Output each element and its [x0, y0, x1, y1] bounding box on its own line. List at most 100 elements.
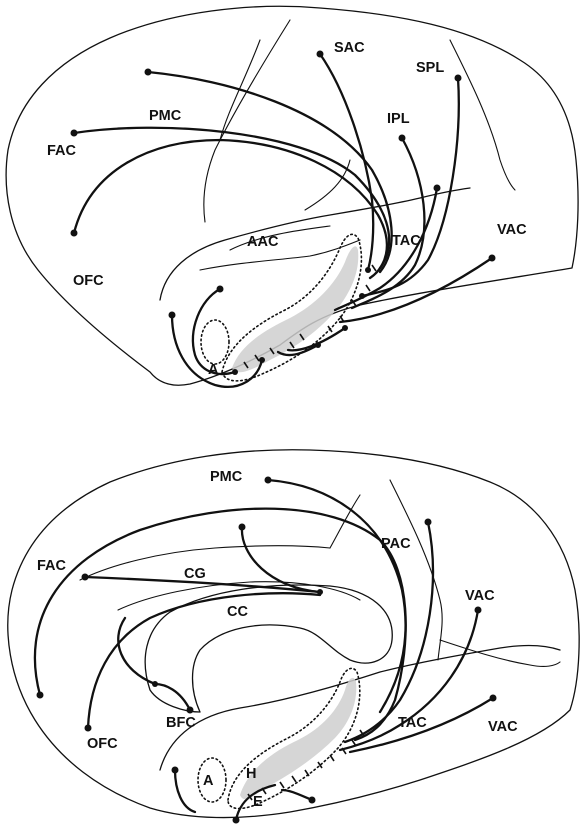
- dot-lateral-a: [168, 311, 176, 319]
- fiber-medial-pmc: [266, 478, 407, 714]
- dot-medial-ofc: [84, 724, 92, 732]
- lateral-label-aac: AAC: [247, 234, 279, 250]
- fiber-medial-fac: [33, 507, 407, 742]
- fiber-pmc: [146, 70, 393, 274]
- medial-temporal-lobe: [159, 644, 561, 771]
- dot-fac: [70, 129, 78, 137]
- fiber-medial-ofc: [86, 592, 322, 730]
- medial-label-fac: FAC: [37, 558, 67, 574]
- dot-term-2: [359, 293, 365, 299]
- medial-label-pac: PAC: [381, 536, 411, 552]
- dot-medial-bfc: [186, 706, 194, 714]
- medial-belt-outer-boundary: [227, 667, 361, 810]
- medial-label-cc: CC: [227, 604, 248, 620]
- lateral-sulcus-branch: [304, 159, 351, 211]
- dot-sac: [316, 50, 324, 58]
- lateral-auditory-belt: [232, 246, 359, 373]
- lateral-temporal-lobe: [159, 187, 471, 301]
- dot-medial-fac: [36, 691, 44, 699]
- dot-term-5: [259, 357, 265, 363]
- fiber-medial-a: [173, 768, 197, 814]
- dot-term-4: [315, 342, 321, 348]
- medial-label-tac: TAC: [398, 715, 427, 731]
- intraparietal-sulcus: [449, 39, 516, 191]
- fiber-medial-vac-lower: [348, 696, 495, 754]
- fiber-lateral-a: [170, 313, 264, 388]
- medial-core-a-region: [197, 757, 227, 803]
- lateral-belt-outer-boundary: [221, 233, 363, 382]
- callosal-sulcus: [117, 581, 361, 611]
- dot-ofc: [70, 229, 78, 237]
- medial-label-bfc: BFC: [166, 715, 196, 731]
- fiber-sac: [318, 52, 375, 272]
- lateral-label-ipl: IPL: [387, 111, 410, 127]
- sylvian-fissure: [199, 239, 361, 271]
- corpus-callosum: [144, 584, 393, 713]
- fiber-ipl: [350, 136, 426, 310]
- dot-term-1: [365, 267, 371, 273]
- dot-tac: [433, 184, 441, 192]
- dot-medial-pac: [424, 518, 432, 526]
- medial-label-vac-upper: VAC: [465, 588, 495, 604]
- fiber-fac: [72, 126, 391, 270]
- dot-medial-short: [308, 796, 316, 804]
- medial-label-h: H: [246, 766, 256, 782]
- dot-aac: [216, 285, 224, 293]
- lateral-label-sac: SAC: [334, 40, 365, 56]
- fiber-medial-short: [280, 788, 314, 802]
- dot-pmc: [144, 68, 152, 76]
- lateral-label-vac: VAC: [497, 222, 527, 238]
- dot-medial-pmc: [264, 476, 272, 484]
- medial-brain-outline: [7, 449, 580, 819]
- medial-label-cg: CG: [184, 566, 206, 582]
- lateral-label-ofc: OFC: [73, 273, 104, 289]
- medial-terminals: [247, 729, 365, 801]
- medial-label-vac-lower: VAC: [488, 719, 518, 735]
- cingulate-sulcus: [79, 545, 331, 581]
- lateral-label-tac: TAC: [392, 233, 421, 249]
- core-a-region: [200, 319, 230, 365]
- fiber-ofc: [72, 138, 388, 280]
- lateral-label-pmc: PMC: [149, 108, 182, 124]
- dot-medial-vac-lower: [489, 694, 497, 702]
- fiber-spl: [360, 76, 460, 298]
- dot-ipl: [398, 134, 406, 142]
- fiber-medial-pac: [343, 520, 435, 744]
- lateral-label-spl: SPL: [416, 60, 444, 76]
- fiber-medial-cg: [83, 575, 322, 594]
- fiber-lateral-short-2: [276, 343, 320, 357]
- fiber-aac: [191, 287, 237, 376]
- fiber-vac: [338, 256, 494, 324]
- dot-medial-cg: [81, 573, 89, 581]
- fiber-medial-cg-link: [240, 525, 322, 594]
- precentral-sulcus: [219, 39, 261, 141]
- medial-label-ofc: OFC: [87, 736, 118, 752]
- medial-auditory-belt: [240, 677, 357, 800]
- lateral-label-fac: FAC: [47, 143, 77, 159]
- dot-medial-a: [171, 766, 179, 774]
- dot-term-6: [232, 369, 238, 375]
- central-sulcus: [203, 19, 291, 223]
- lateral-terminals: [243, 264, 377, 369]
- calcarine-sulcus: [439, 639, 561, 667]
- fiber-medial-vac-upper: [338, 608, 480, 752]
- dot-medial-cg-link: [238, 523, 246, 531]
- dot-medial-bfc-term: [152, 681, 158, 687]
- dot-spl: [454, 74, 462, 82]
- dot-medial-vac-upper: [474, 606, 482, 614]
- dot-term-3: [342, 325, 348, 331]
- lateral-label-a: A: [208, 362, 219, 378]
- fiber-medial-bfc-loop: [117, 616, 157, 686]
- fiber-lateral-short-1: [286, 326, 347, 352]
- sts-sulcus: [229, 225, 331, 251]
- lateral-view: SAC SPL PMC IPL FAC AAC TAC VAC OFC A: [5, 5, 579, 388]
- fiber-tac: [333, 186, 439, 312]
- medial-view: PMC FAC CG PAC VAC CC BFC OFC TAC VAC A …: [7, 449, 580, 824]
- parieto-occipital-sulcus: [389, 479, 443, 661]
- medial-label-a: A: [203, 773, 214, 789]
- dot-medial-cg-term: [317, 589, 323, 595]
- medial-label-pmc: PMC: [210, 469, 243, 485]
- medial-label-e: E: [253, 794, 263, 810]
